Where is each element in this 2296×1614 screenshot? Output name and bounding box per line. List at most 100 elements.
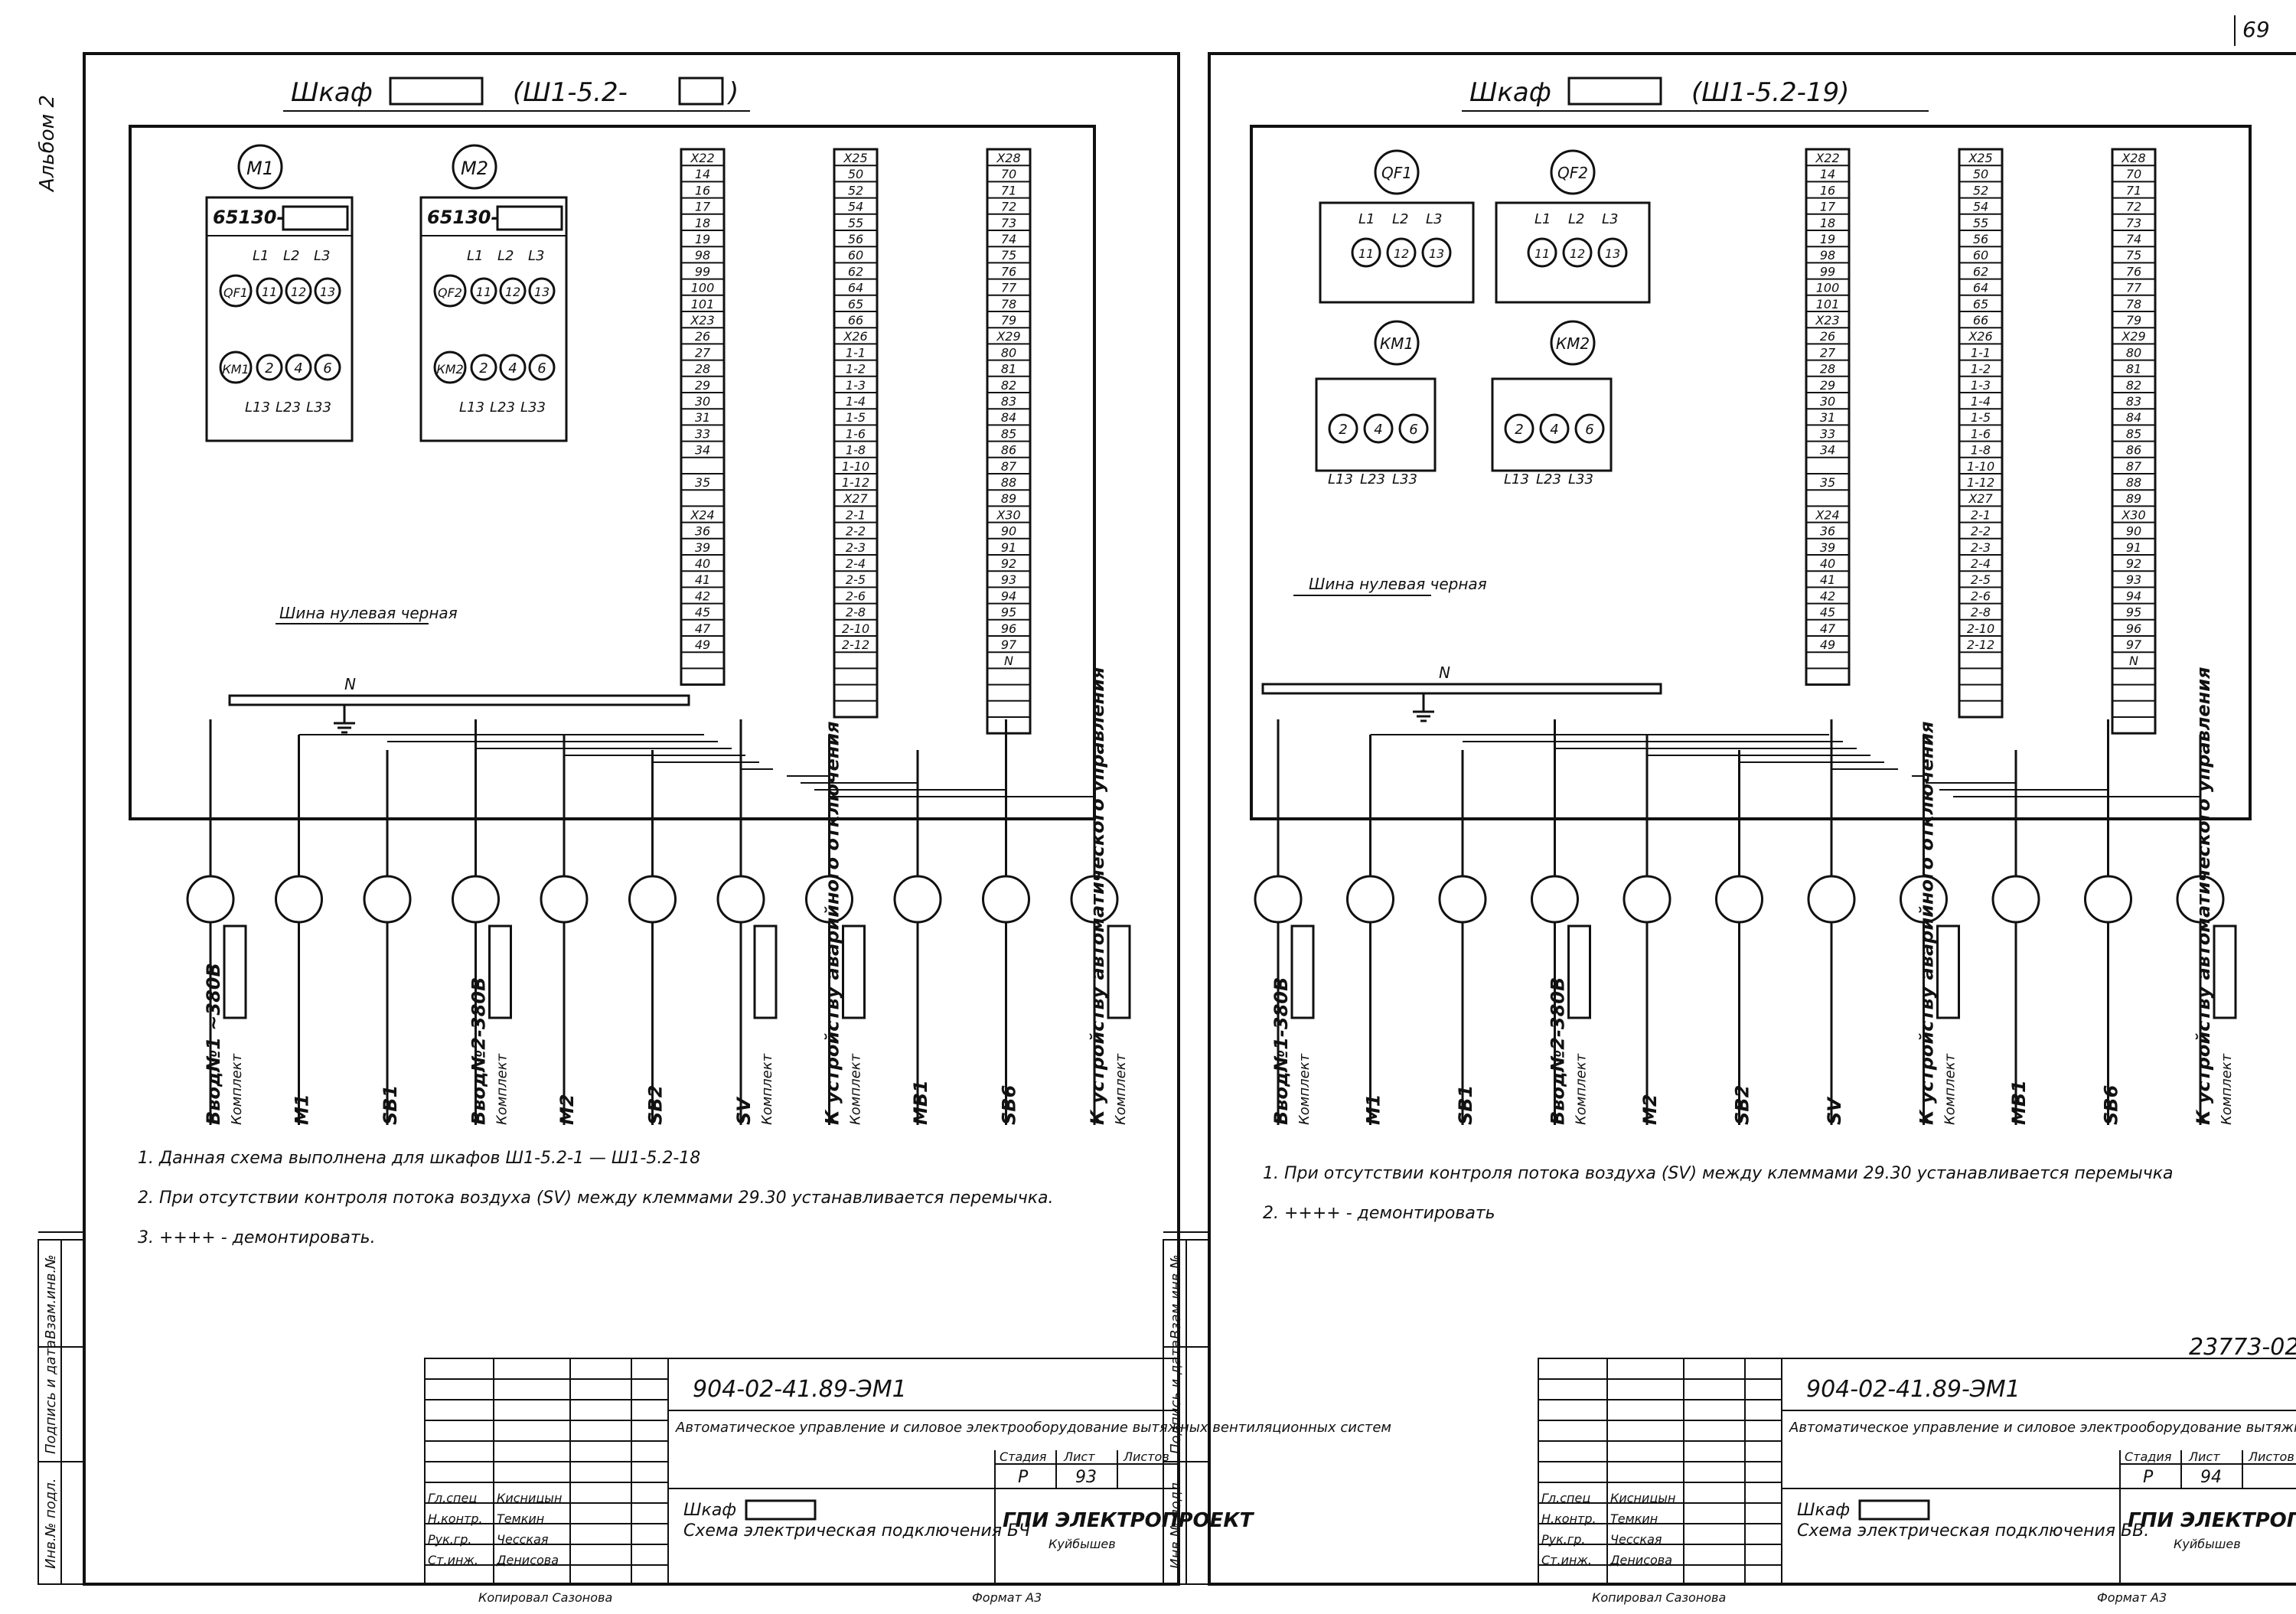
qf-label: QF2 [1557,164,1588,182]
note-line: 3. ++++ - демонтировать. [138,1228,376,1247]
terminal-label: 79 [1001,313,1016,328]
terminal-label: 29 [1820,378,1835,393]
right-sheet: Инв.№ подл.Подпись и датаВзам.инв.№Шкаф(… [1163,52,2296,1605]
terminal-label: 1-1 [1971,345,1991,360]
qf-label: QF1 [223,285,248,300]
terminal-label: 76 [1001,264,1016,279]
cable-gland [1715,875,1763,924]
phase-in-label: L2 [283,248,299,264]
terminal-label: 30 [695,394,710,409]
terminal-label: 78 [2126,297,2141,311]
terminal-label: X27 [843,491,868,506]
sheet-header: Лист [2188,1449,2220,1464]
terminal-label: 55 [1973,216,1988,230]
terminal-label: 83 [1001,394,1016,409]
terminal-label: 1-4 [1971,394,1991,409]
cable-label: Ввод№1-380В [1270,977,1292,1125]
terminal-label: 70 [2126,167,2141,181]
terminal-label: 30 [1820,394,1835,409]
cabinet-title: Шкаф [291,77,373,108]
sheets-header: Листов [1123,1449,1169,1464]
cable-gland [628,875,677,924]
km-contact-num: 4 [1550,422,1558,438]
terminal-label: 2-3 [846,540,866,555]
cable-gland [2084,875,2132,924]
terminal-label: 73 [1001,216,1016,230]
terminal-label: 28 [695,362,710,377]
terminal-label: 2-2 [846,524,866,539]
terminal-label: 92 [1001,556,1016,571]
cable-label: К устройству аварийного отключения [822,721,843,1125]
terminal-label: 1-6 [846,426,866,441]
terminal-label: 47 [1820,621,1836,636]
terminal-label: X25 [1968,151,1992,165]
cable-label: К устройству автоматического управления [1087,667,1108,1125]
busbar-label: Шина нулевая черная [1309,575,1487,593]
page-number: 69 [2242,17,2270,42]
terminal-label: X28 [996,151,1020,165]
qf-pole [528,277,556,305]
phase-in-label: L2 [1568,211,1584,227]
terminal-label: 2-12 [1967,637,1994,652]
phase-in-label: L1 [1534,211,1551,227]
terminal-label: X29 [2121,329,2145,344]
terminal-label: 2-10 [842,621,869,636]
note-line: 1. Данная схема выполнена для шкафов Ш1-… [138,1149,700,1168]
breaker-type: 65130- [427,207,498,228]
role-name: Денисова [1609,1553,1672,1567]
phase-out-label: L13 [245,399,270,416]
terminal-label: 36 [1820,524,1835,539]
terminal-label: X27 [1968,491,1993,506]
breaker-unit [419,196,568,442]
cable-sub-label: Комплект [759,1053,775,1125]
cable-sub-label: Комплект [2219,1053,2235,1125]
phase-in-label: L2 [497,248,514,264]
terminal-label: 93 [2126,572,2141,587]
terminal-label: 27 [1820,345,1836,360]
km-contact-num: 6 [1409,422,1417,438]
cable-gland [716,875,765,924]
phase-in-label: L3 [1602,211,1618,227]
inventory-number: 23773-02 [2189,1334,2296,1361]
cable-set-box [223,924,247,1019]
terminal-label: 91 [1001,540,1016,555]
terminal-label: 2-1 [846,507,866,522]
terminal-label: 94 [1001,589,1016,603]
terminal-label: N [1004,654,1013,668]
km-label: КМ1 [222,362,249,377]
stage-value: Р [1018,1468,1029,1487]
phase-out-label: L33 [1568,471,1593,487]
cabinet-code: (Ш1-5.2- [513,77,628,108]
role-label: Гл.спец [1541,1491,1590,1505]
terminal-label: 66 [1973,313,1988,328]
terminal-label: 82 [1001,378,1016,393]
cable-gland [1070,875,1119,924]
qf-pole [1527,237,1557,268]
cable-set-box [1107,924,1131,1019]
terminal-label: 60 [1973,248,1988,262]
km-contact [256,354,283,381]
cable-label: SB2 [645,1085,667,1125]
cable-label: SV [1824,1096,1845,1125]
terminal-label: 41 [695,572,710,587]
qf-pole [314,277,341,305]
terminal-label: X22 [1815,151,1839,165]
terminal-label: 1-2 [1971,362,1991,377]
terminal-label: 36 [695,524,710,539]
terminal-label: 91 [2126,540,2141,555]
terminal-label: 89 [2126,491,2141,506]
terminal-label: 2-12 [842,637,869,652]
terminal-label: 39 [695,540,710,555]
terminal-label: 78 [1001,297,1016,311]
terminal-label: X23 [1815,313,1839,328]
terminal-label: 70 [1001,167,1016,181]
qf-pole-num: 13 [320,285,335,299]
cable-label: МВ1 [910,1080,931,1125]
phase-out-label: L23 [1536,471,1561,487]
note-line: 2. При отсутствии контроля потока воздух… [138,1188,1054,1208]
terminal-label: 27 [695,345,711,360]
cable-gland [893,875,942,924]
qf-pole [499,277,527,305]
terminal-label: 88 [1001,475,1016,490]
terminal-label: 96 [1001,621,1016,636]
